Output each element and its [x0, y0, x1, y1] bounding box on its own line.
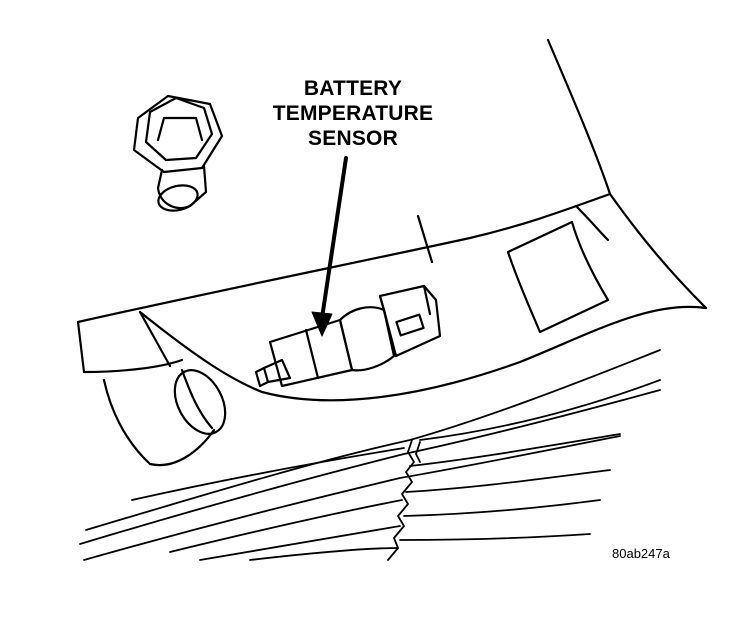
pipe-inner: [180, 368, 214, 430]
callout-line-2: TEMPERATURE: [272, 102, 434, 125]
sensor-barrel-ring: [304, 328, 320, 380]
temperature-sensor: [254, 284, 442, 388]
bolt-hex-head: [144, 96, 214, 162]
sensor-connector-ridge: [378, 284, 432, 320]
bracket-tab: [506, 220, 610, 334]
sensor-connector-housing: [378, 284, 442, 358]
tray-front-facet: [138, 310, 172, 368]
tray-rib-2: [574, 204, 610, 242]
sensor-tip: [254, 366, 270, 388]
tray-left-return: [82, 358, 184, 374]
bolt-hex-facets: [156, 116, 204, 142]
battery-case: [79, 349, 661, 561]
pipe-body: [102, 378, 216, 467]
tray-front-lower-edge: [138, 305, 708, 402]
callout-arrowhead: [311, 311, 333, 337]
callout-line-1: BATTERY: [303, 77, 403, 100]
bolt-tip: [157, 184, 199, 212]
callout-line-3: SENSOR: [308, 127, 398, 150]
tray-top-edge: [76, 192, 612, 324]
battery-cutaway-line-2: [415, 441, 421, 463]
sensor-hex-body: [338, 306, 396, 372]
housing-right-edge: [546, 38, 708, 310]
figure-id: 80ab247a: [612, 546, 670, 561]
tray-rib-1: [416, 214, 434, 264]
sensor-connector-latch: [395, 313, 425, 337]
tray-left-face: [76, 320, 86, 374]
bolt-washer-flange: [132, 94, 224, 174]
pipe-end: [173, 369, 227, 435]
callout-label: BATTERY TEMPERATURE SENSOR: [248, 76, 458, 151]
battery-cutaway-line: [387, 439, 415, 561]
callout-leader-line: [320, 156, 348, 320]
sensor-probe: [262, 358, 292, 384]
